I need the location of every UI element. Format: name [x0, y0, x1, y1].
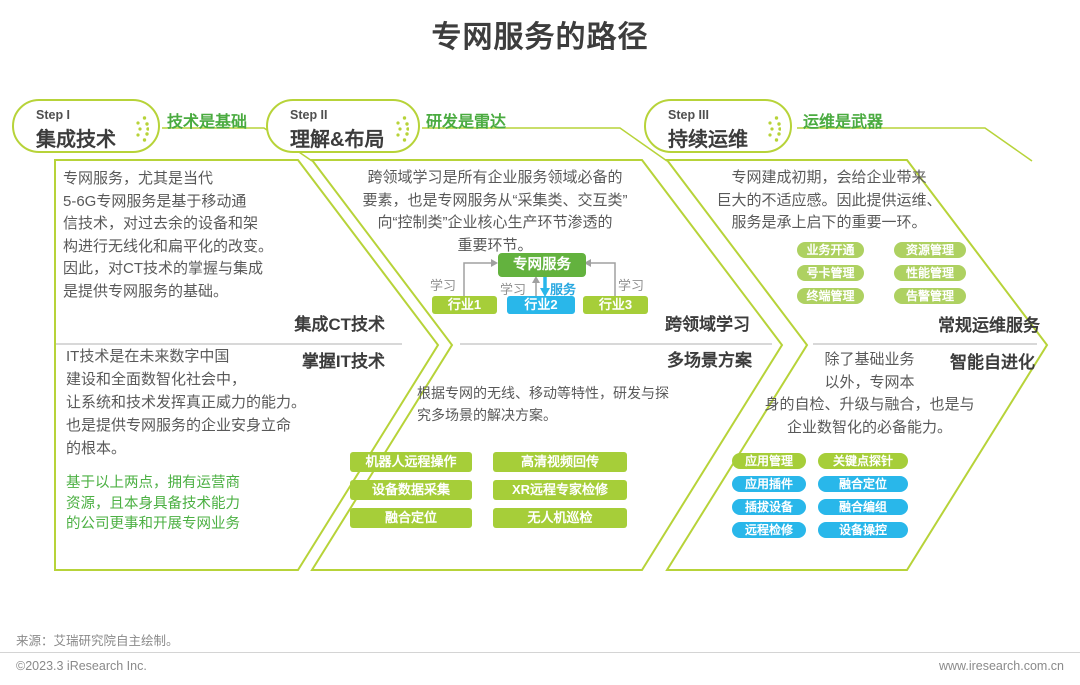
smart-button: 关键点探针 [818, 453, 908, 469]
step1-bottom-section-label: 掌握IT技术 [301, 352, 385, 371]
step2-bottom-paragraph: 根据专网的无线、移动等特性，研发与探 究多场景的解决方案。 [417, 385, 669, 423]
learn-arrow-left [463, 259, 498, 296]
ops-button: 性能管理 [894, 265, 966, 281]
step3-bottom-paragraph: 除了基础业务 以外，专网本 身的自检、升级与融合，也是与 企业数智化的必备能力。 [764, 351, 975, 436]
smart-button: 应用插件 [732, 476, 806, 492]
ops-button: 业务开通 [797, 242, 864, 258]
step1-label: Step I [36, 108, 71, 122]
step3-title: 持续运维 [668, 129, 748, 151]
serve-label: 服务 [550, 282, 577, 297]
step2-top-paragraph: 跨领域学习是所有企业服务领域必备的 要素，也是专网服务从“采集类、交互类” 向“… [362, 169, 628, 254]
dots-decoration-icon [396, 116, 409, 142]
ops-button-grid: 业务开通 资源管理 号卡管理 性能管理 终端管理 告警管理 [797, 242, 966, 304]
step1-note: 基于以上两点，拥有运营商 资源，且本身具备技术能力 的公司更事和开展专网业务 [66, 475, 240, 532]
step1-top-paragraph: 专网服务，尤其是当代 5-6G专网服务是基于移动通 信技术，对过去余的设备和架 … [63, 170, 274, 300]
dots-decoration-icon [768, 116, 781, 142]
step1-header-pill: Step I 集成技术 [12, 99, 160, 153]
step3-tagline: 运维是武器 [803, 114, 884, 131]
step2-label: Step II [290, 108, 328, 122]
step2-top-section-label: 跨领域学习 [665, 315, 750, 334]
step1-top-section-label: 集成CT技术 [294, 315, 385, 334]
smart-button-grid: 应用管理 关键点探针 应用插件 融合定位 插拔设备 融合编组 远程检修 设备操控 [732, 453, 908, 538]
footer-website: www.iresearch.com.cn [938, 659, 1064, 673]
step3-tagline-connector [797, 127, 1033, 162]
step3-label: Step III [668, 108, 709, 122]
scenario-button: 融合定位 [350, 508, 472, 528]
step2-tagline-connector [422, 127, 668, 162]
scenario-button: XR远程专家检修 [493, 480, 627, 500]
scenario-button: 高清视频回传 [493, 452, 627, 472]
serve-arrow-down [540, 277, 550, 297]
footer-source: 来源：艾瑞研究院自主绘制。 [16, 634, 179, 648]
step3-header-pill: Step III 持续运维 [644, 99, 792, 153]
learn-arrow-up [532, 276, 540, 296]
step2-title: 理解&布局 [290, 129, 385, 151]
step1-tagline: 技术是基础 [167, 114, 248, 131]
industry1-box: 行业1 [432, 296, 497, 314]
dots-decoration-icon [136, 116, 149, 142]
smart-button: 融合编组 [818, 499, 908, 515]
ops-button: 告警管理 [894, 288, 966, 304]
page-title: 专网服务的路径 [431, 21, 649, 54]
ops-button: 终端管理 [797, 288, 864, 304]
scenario-button: 无人机巡检 [493, 508, 627, 528]
industry3-box: 行业3 [583, 296, 648, 314]
learn-label-middle: 学习 [500, 282, 527, 297]
step2-header-pill: Step II 理解&布局 [266, 99, 420, 153]
scenario-button-grid: 机器人远程操作 高清视频回传 设备数据采集 XR远程专家检修 融合定位 无人机巡… [350, 452, 627, 528]
step3-top-paragraph: 专网建成初期，会给企业带来 巨大的不适应感。因此提供运维、 服务是承上启下的重要… [716, 169, 942, 231]
smart-button: 应用管理 [732, 453, 806, 469]
step2-bottom-section-label: 多场景方案 [667, 351, 752, 370]
smart-button: 插拔设备 [732, 499, 806, 515]
ops-button: 号卡管理 [797, 265, 864, 281]
step2-tagline: 研发是雷达 [426, 114, 507, 131]
step1-bottom-paragraph: IT技术是在未来数字中国 建设和全面数智化社会中， 让系统和技术发挥真正威力的能… [66, 348, 307, 457]
ops-button: 资源管理 [894, 242, 966, 258]
scenario-button: 设备数据采集 [350, 480, 472, 500]
learn-arrow-right [584, 259, 616, 296]
smart-button: 融合定位 [818, 476, 908, 492]
industry2-box: 行业2 [507, 296, 575, 314]
scenario-button: 机器人远程操作 [350, 452, 472, 472]
learn-label-left: 学习 [430, 278, 457, 293]
smart-button: 远程检修 [732, 522, 806, 538]
footer-divider [0, 652, 1080, 653]
smart-button: 设备操控 [818, 522, 908, 538]
service-box: 专网服务 [498, 253, 586, 277]
learn-label-right: 学习 [618, 278, 645, 293]
step1-title: 集成技术 [36, 129, 116, 151]
footer-copyright: ©2023.3 iResearch Inc. [16, 659, 147, 673]
step3-top-section-label: 常规运维服务 [938, 316, 1040, 335]
step3-bottom-section-label: 智能自进化 [950, 353, 1035, 372]
